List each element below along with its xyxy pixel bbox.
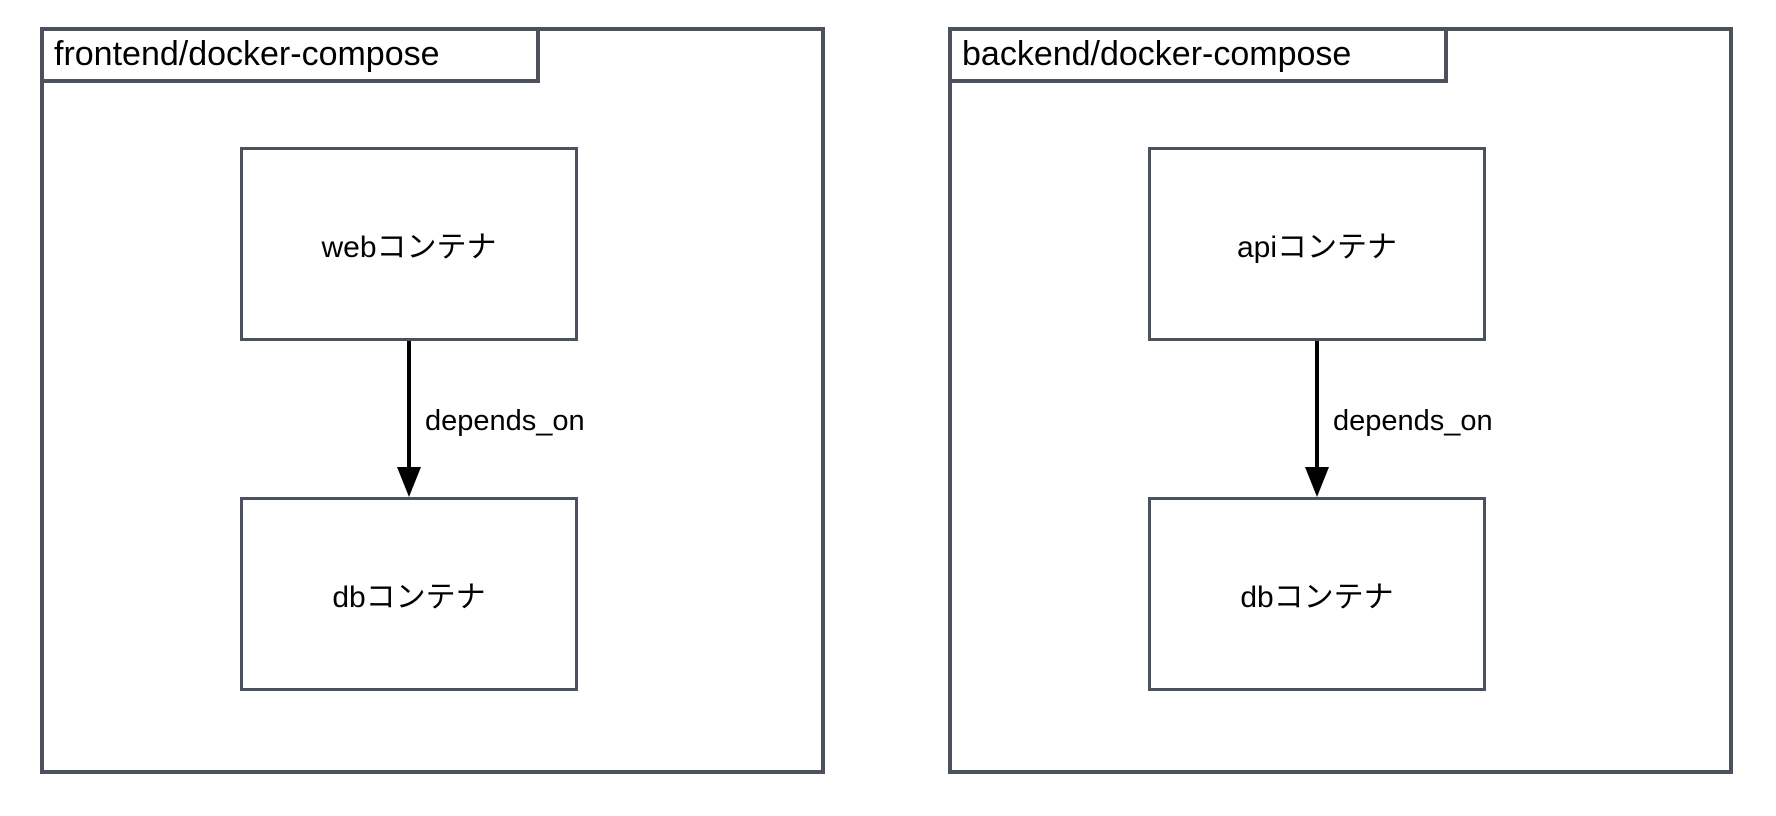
arrowhead-icon (1305, 467, 1329, 497)
node-web-container: webコンテナ (240, 147, 578, 341)
cluster-backend-docker-compose: backend/docker-compose apiコンテナ depends_o… (948, 27, 1733, 774)
node-label-web: webコンテナ (321, 231, 497, 264)
node-db-container: dbコンテナ (240, 497, 578, 691)
cluster-title-frontend: frontend/docker-compose (40, 27, 540, 83)
node-label-db: dbコンテナ (332, 581, 486, 614)
node-label-db: dbコンテナ (1240, 581, 1394, 614)
cluster-frontend-docker-compose: frontend/docker-compose webコンテナ depends_… (40, 27, 825, 774)
edge-label-depends-on: depends_on (1333, 405, 1493, 437)
arrow-line (1315, 341, 1319, 469)
arrowhead-icon (397, 467, 421, 497)
node-label-api: apiコンテナ (1236, 231, 1398, 264)
node-db-container: dbコンテナ (1148, 497, 1486, 691)
node-api-container: apiコンテナ (1148, 147, 1486, 341)
edge-label-depends-on: depends_on (425, 405, 585, 437)
edge-web-depends-on-db: depends_on (397, 341, 585, 497)
edge-api-depends-on-db: depends_on (1305, 341, 1493, 497)
arrow-line (407, 341, 411, 469)
cluster-title-backend: backend/docker-compose (948, 27, 1448, 83)
